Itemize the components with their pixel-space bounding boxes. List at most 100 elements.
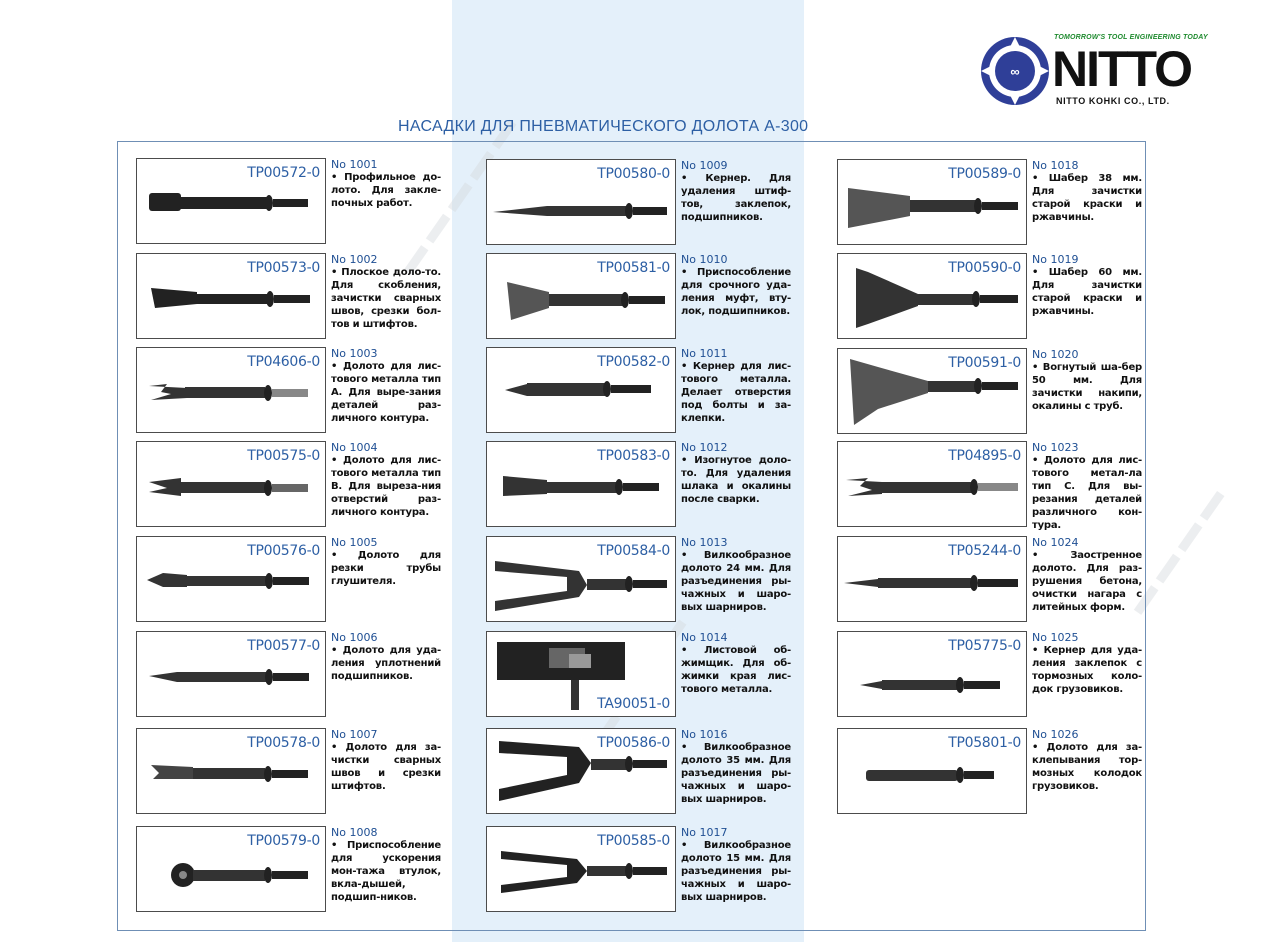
item-description: • Долото для лис-тового метал-ла тип С. … bbox=[1032, 455, 1142, 531]
sheet-metal-chisel-c-icon bbox=[846, 478, 1018, 496]
item-description: • Шабер 38 мм. Для зачистки старой краск… bbox=[1032, 173, 1142, 223]
pointed-chisel-icon bbox=[844, 575, 1018, 591]
tool-image-box: TP00576-0 bbox=[136, 536, 326, 622]
tool-image-box: TP00589-0 bbox=[837, 159, 1027, 245]
tool-image-box: TP05801-0 bbox=[837, 728, 1027, 814]
flat-chisel-icon bbox=[151, 288, 310, 308]
tool-image-box: TP00586-0 bbox=[486, 728, 676, 814]
tool-image-box: TP00578-0 bbox=[136, 728, 326, 814]
item-code: TP00591-0 bbox=[948, 355, 1021, 371]
page-title: НАСАДКИ ДЛЯ ПНЕВМАТИЧЕСКОГО ДОЛОТА А-300 bbox=[398, 118, 809, 135]
item-code: TP00582-0 bbox=[597, 354, 670, 370]
tool-image-box: TP00580-0 bbox=[486, 159, 676, 245]
tool-image-box: TP04606-0 bbox=[136, 347, 326, 433]
item-code: TP00585-0 bbox=[597, 833, 670, 849]
item-number: No 1003 bbox=[331, 347, 378, 360]
tool-image-box: TP00585-0 bbox=[486, 826, 676, 912]
item-code: TP00581-0 bbox=[597, 260, 670, 276]
tool-image-box: TP00583-0 bbox=[486, 441, 676, 527]
item-description: • Вилкообразное долото 35 мм. Для разъед… bbox=[681, 742, 791, 805]
tool-image-box: TP04895-0 bbox=[837, 441, 1027, 527]
item-code: TP00572-0 bbox=[247, 165, 320, 181]
item-number: No 1026 bbox=[1032, 728, 1079, 741]
scraper-60mm-icon bbox=[856, 268, 1018, 328]
item-description: • Долото для уда-ления уплотнений подшип… bbox=[331, 645, 441, 682]
sheet-metal-chisel-a-icon bbox=[149, 384, 308, 401]
nitto-logo: ∞ TOMORROW'S TOOL ENGINEERING TODAY NITT… bbox=[976, 28, 1226, 116]
muffler-cutter-icon bbox=[147, 573, 309, 589]
tool-image-box: TP05775-0 bbox=[837, 631, 1027, 717]
item-number: No 1018 bbox=[1032, 159, 1079, 172]
sheet-crimper-icon bbox=[497, 642, 625, 710]
item-number: No 1006 bbox=[331, 631, 378, 644]
tool-image-box: TP00584-0 bbox=[486, 536, 676, 622]
item-code: TP05244-0 bbox=[948, 543, 1021, 559]
item-number: No 1009 bbox=[681, 159, 728, 172]
item-number: No 1005 bbox=[331, 536, 378, 549]
item-description: • Кернер для уда-ления заклепок с тормоз… bbox=[1032, 645, 1142, 695]
tool-image-box: TP05244-0 bbox=[837, 536, 1027, 622]
item-description: • Долото для за-клепывания тор-мозных ко… bbox=[1032, 742, 1142, 792]
item-number: No 1004 bbox=[331, 441, 378, 454]
item-number: No 1007 bbox=[331, 728, 378, 741]
item-number: No 1012 bbox=[681, 441, 728, 454]
item-description: • Долото для лис-тового металла тип А. Д… bbox=[331, 361, 441, 424]
item-code: TP00589-0 bbox=[948, 166, 1021, 182]
item-number: No 1001 bbox=[331, 158, 378, 171]
item-description: • Кернер. Для удаления штиф-тов, заклепо… bbox=[681, 173, 791, 223]
item-code: TP00583-0 bbox=[597, 448, 670, 464]
item-description: • Кернер для лис-тового металла. Делает … bbox=[681, 361, 791, 424]
item-number: No 1017 bbox=[681, 826, 728, 839]
tool-image-box: TP00579-0 bbox=[136, 826, 326, 912]
item-description: • Долото для лис-тового металла тип В. Д… bbox=[331, 455, 441, 518]
item-code: TP04606-0 bbox=[247, 354, 320, 370]
item-description: • Изогнутое доло-то. Для удаления шлака … bbox=[681, 455, 791, 505]
item-code: TP00584-0 bbox=[597, 543, 670, 559]
scraper-38mm-icon bbox=[848, 188, 1018, 228]
logo-company: NITTO KOHKI CO., LTD. bbox=[1056, 96, 1170, 106]
item-description: • Долото для за-чистки сварных швов и ср… bbox=[331, 742, 441, 792]
item-number: No 1010 bbox=[681, 253, 728, 266]
concave-scraper-icon bbox=[850, 359, 1018, 425]
coupling-remover-icon bbox=[507, 282, 665, 320]
svg-text:∞: ∞ bbox=[1010, 64, 1019, 79]
sheet-metal-chisel-b-icon bbox=[149, 478, 308, 496]
item-number: No 1002 bbox=[331, 253, 378, 266]
seal-remover-chisel-icon bbox=[149, 669, 309, 685]
item-code: TP00573-0 bbox=[247, 260, 320, 276]
item-number: No 1016 bbox=[681, 728, 728, 741]
item-description: • Приспособление для ускорения мон-тажа … bbox=[331, 840, 441, 903]
tool-image-box: TA90051-0 bbox=[486, 631, 676, 717]
item-description: • Заостренное долото. Для раз-рушения бе… bbox=[1032, 550, 1142, 613]
item-description: • Приспособление для срочного уда-ления … bbox=[681, 267, 791, 317]
tool-image-box: TP00581-0 bbox=[486, 253, 676, 339]
item-code: TP00576-0 bbox=[247, 543, 320, 559]
item-description: • Вилкообразное долото 15 мм. Для разъед… bbox=[681, 840, 791, 903]
item-code: TP00580-0 bbox=[597, 166, 670, 182]
item-description: • Профильное до-лото. Для закле-почных р… bbox=[331, 172, 441, 209]
item-description: • Шабер 60 мм. Для зачистки старой краск… bbox=[1032, 267, 1142, 317]
fork-15mm-icon bbox=[501, 851, 667, 893]
item-number: No 1013 bbox=[681, 536, 728, 549]
item-description: • Долото для резки трубы глушителя. bbox=[331, 550, 441, 587]
item-code: TA90051-0 bbox=[597, 696, 670, 712]
item-description: • Вилкообразное долото 24 мм. Для разъед… bbox=[681, 550, 791, 613]
item-description: • Вогнутый ша-бер 50 мм. Для зачистки на… bbox=[1032, 362, 1142, 412]
catalog-frame bbox=[117, 141, 1146, 931]
item-code: TP05801-0 bbox=[948, 735, 1021, 751]
punch-icon bbox=[493, 203, 667, 219]
rivet-punch-icon bbox=[860, 677, 1000, 693]
item-number: No 1025 bbox=[1032, 631, 1079, 644]
item-number: No 1023 bbox=[1032, 441, 1079, 454]
logo-brand: NITTO bbox=[1052, 41, 1193, 97]
sheet-punch-icon bbox=[505, 381, 651, 397]
item-number: No 1019 bbox=[1032, 253, 1079, 266]
tool-image-box: TP00573-0 bbox=[136, 253, 326, 339]
bushing-driver-icon bbox=[171, 863, 308, 887]
item-number: No 1020 bbox=[1032, 348, 1079, 361]
fork-24mm-icon bbox=[495, 561, 667, 611]
item-code: TP00578-0 bbox=[247, 735, 320, 751]
fork-35mm-icon bbox=[499, 741, 667, 801]
tool-image-box: TP00590-0 bbox=[837, 253, 1027, 339]
item-code: TP00590-0 bbox=[948, 260, 1021, 276]
